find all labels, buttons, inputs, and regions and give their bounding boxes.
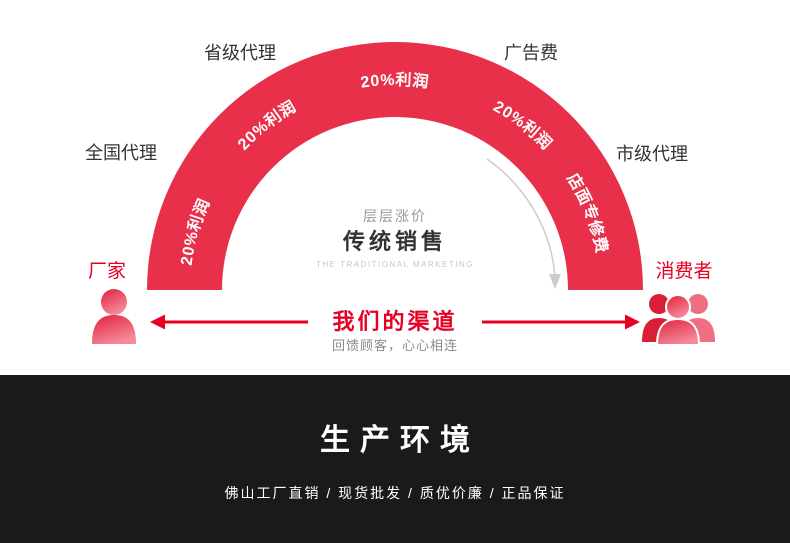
label-provincial-agent: 省级代理 — [204, 43, 276, 63]
arc-label-2: 20%利润 — [359, 69, 430, 91]
traditional-sales-diagram: 20%利润 20%利润 20%利润 20%利润 店面专修费 全国代理 省级代理 … — [85, 42, 715, 353]
channel-double-arrow-icon — [150, 314, 640, 330]
center-note: 层层涨价 — [363, 208, 427, 224]
footer-title: 生产环境 — [320, 424, 480, 457]
diagram-area: 20%利润 20%利润 20%利润 20%利润 店面专修费 全国代理 省级代理 … — [85, 42, 715, 353]
label-ad-fee: 广告费 — [504, 43, 558, 63]
flow-down-arrow-icon — [549, 274, 561, 289]
footer-subtitle: 佛山工厂直销 / 现货批发 / 质优价廉 / 正品保证 — [224, 485, 566, 501]
manufacturer-person-icon — [92, 289, 136, 344]
footer-section: 生产环境 佛山工厂直销 / 现货批发 / 质优价廉 / 正品保证 — [0, 375, 790, 543]
center-title: 传统销售 — [342, 229, 447, 254]
consumers-group-icon — [642, 294, 715, 346]
channel-subtitle: 回馈顾客，心心相连 — [332, 338, 458, 353]
consumer-label: 消费者 — [655, 260, 712, 282]
manufacturer-label: 厂家 — [88, 260, 126, 282]
profit-arc — [147, 42, 643, 290]
flow-curve — [486, 158, 556, 277]
label-city-agent: 市级代理 — [616, 144, 688, 164]
center-subtitle-en: THE TRADITIONAL MARKETING — [316, 260, 474, 269]
channel-title: 我们的渠道 — [332, 309, 457, 334]
label-national-agent: 全国代理 — [85, 143, 157, 163]
